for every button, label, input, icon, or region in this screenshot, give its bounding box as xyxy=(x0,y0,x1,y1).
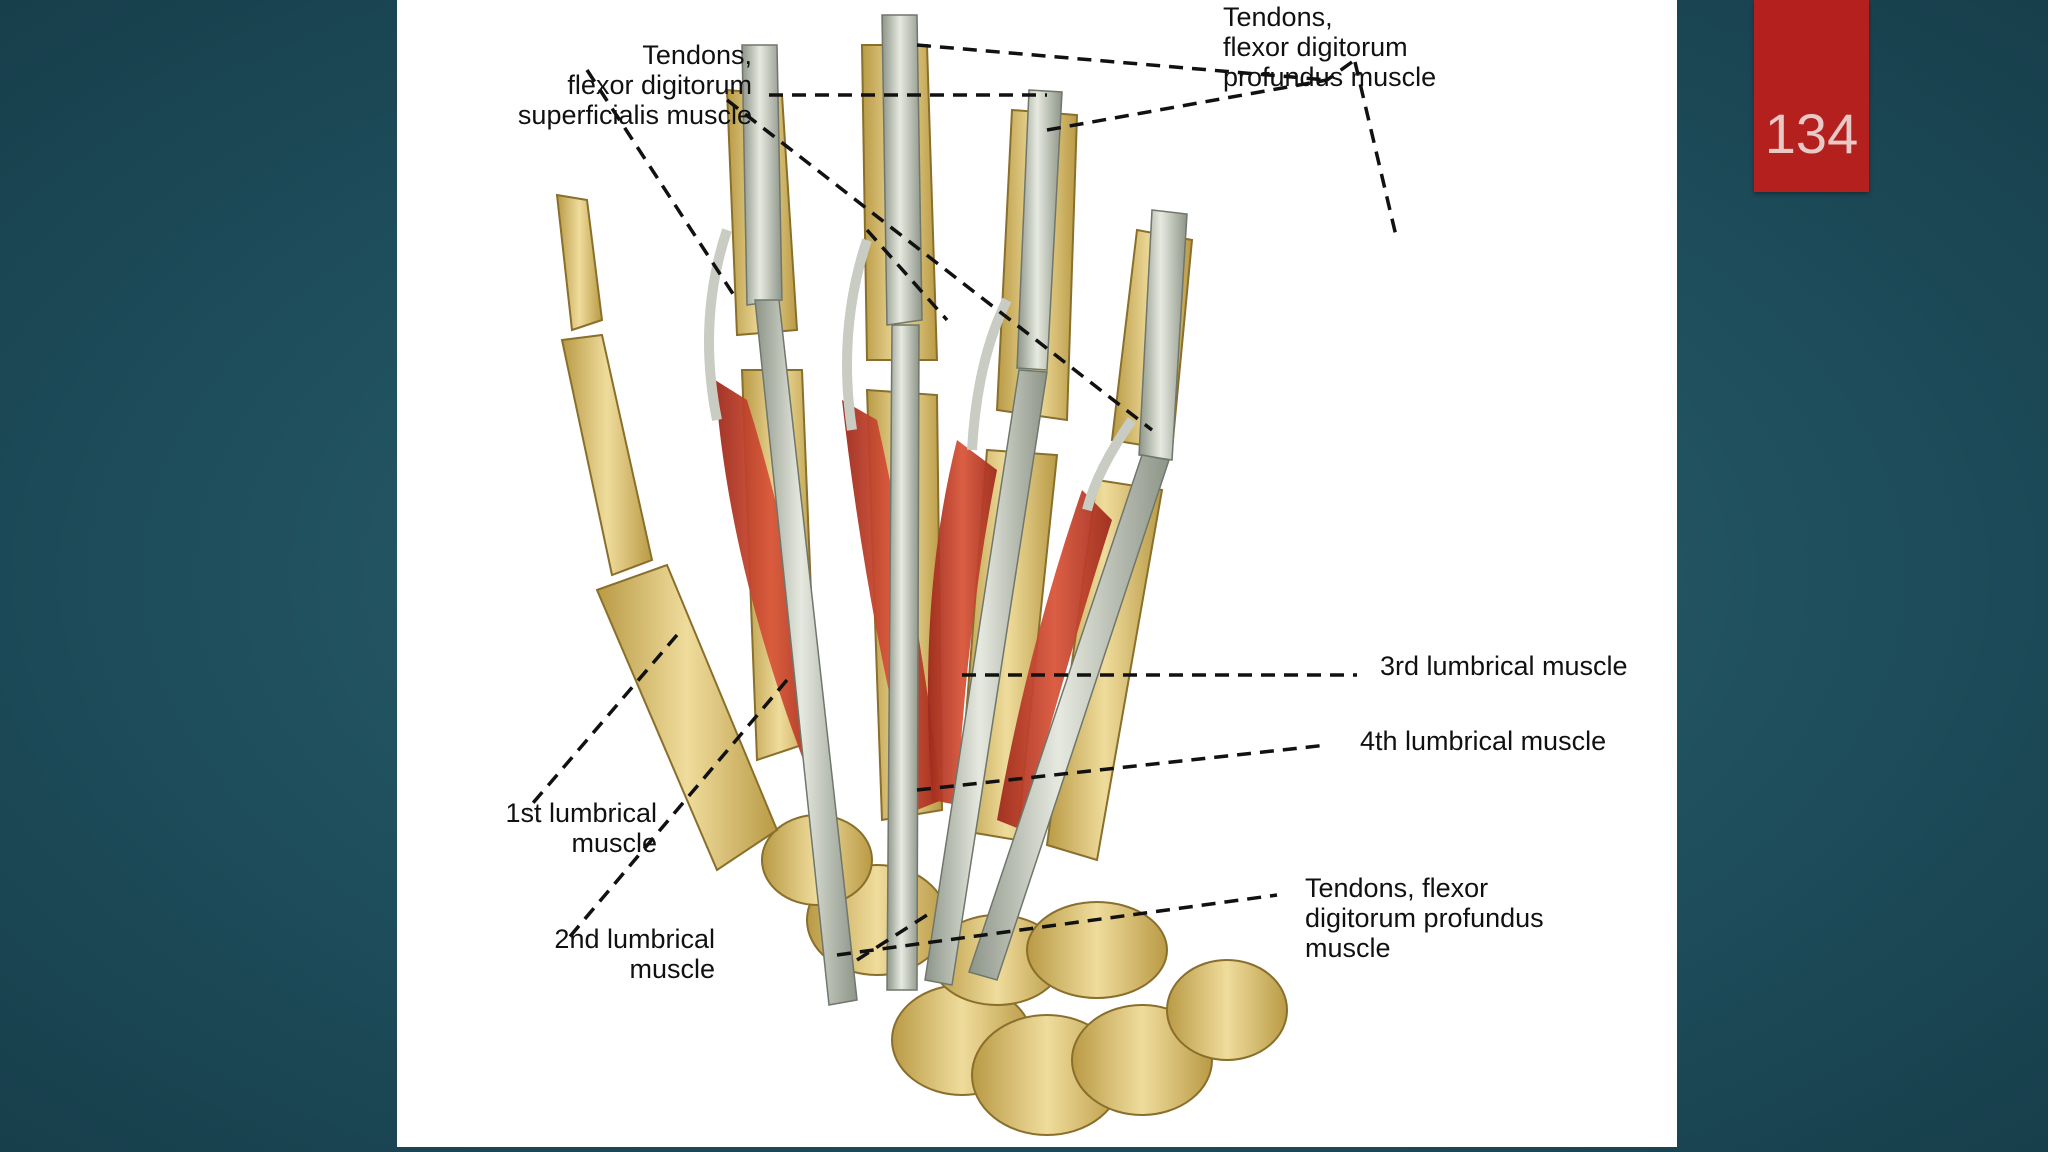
label-fdp-tendons-bottom: Tendons, flexor digitorum profundus musc… xyxy=(1305,873,1544,963)
label-line: profundus muscle xyxy=(1223,62,1437,92)
label-line: Tendons, flexor xyxy=(1305,873,1489,903)
hand-illustration xyxy=(525,14,1399,1136)
label-1st-lumbrical: 1st lumbrical muscle xyxy=(457,798,657,858)
label-line: Tendons, xyxy=(642,40,752,70)
label-fdp-tendons-top: Tendons, flexor digitorum profundus musc… xyxy=(1223,2,1436,92)
slide-number-badge: 134 xyxy=(1754,0,1869,192)
label-line: 4th lumbrical muscle xyxy=(1360,726,1607,756)
label-line: flexor digitorum xyxy=(1223,32,1408,62)
label-line: muscle xyxy=(1305,933,1391,963)
label-line: 3rd lumbrical muscle xyxy=(1380,651,1628,681)
label-line: Tendons, xyxy=(1223,2,1333,32)
label-line: 1st lumbrical xyxy=(505,798,657,828)
label-line: digitorum profundus xyxy=(1305,903,1544,933)
flexor-tendons xyxy=(704,14,1188,1006)
label-line: 2nd lumbrical xyxy=(554,924,715,954)
label-line: muscle xyxy=(629,954,715,984)
label-2nd-lumbrical: 2nd lumbrical muscle xyxy=(497,924,715,984)
label-4th-lumbrical: 4th lumbrical muscle xyxy=(1360,726,1606,756)
label-line: superficialis muscle xyxy=(517,100,752,130)
anatomy-figure: Tendons, flexor digitorum superficialis … xyxy=(397,0,1677,1147)
label-fds-tendons: Tendons, flexor digitorum superficialis … xyxy=(467,40,752,130)
thumb-bones xyxy=(555,193,779,872)
label-3rd-lumbrical: 3rd lumbrical muscle xyxy=(1380,651,1628,681)
slide-number: 134 xyxy=(1764,102,1859,165)
label-line: muscle xyxy=(571,828,657,858)
label-line: flexor digitorum xyxy=(567,70,752,100)
leader-lines xyxy=(525,43,1399,962)
